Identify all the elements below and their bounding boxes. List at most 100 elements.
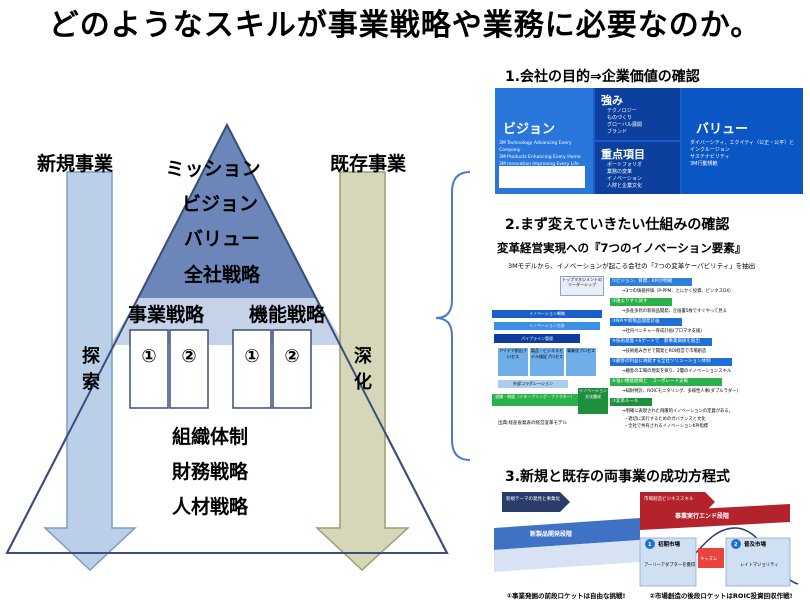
element-6-detail: ⇒知財特許、ROICモニタリング、多様性人事(ダブルラダー) xyxy=(622,389,739,394)
priority-panel: 重点項目 ポートフォリオ 業務の変革 イノベーション 人財と企業文化 xyxy=(595,142,680,194)
mission-apex xyxy=(138,125,316,298)
existing-business-label: 既存事業 xyxy=(330,152,407,175)
new-business-label: 新規事業 xyxy=(37,152,114,175)
functional-strategy-label: 機能戦略 xyxy=(249,303,326,326)
vision-label: ビジョン xyxy=(182,193,258,215)
value-label: バリュー xyxy=(184,228,260,250)
theme-arrow xyxy=(502,492,570,512)
page-title: どのようなスキルが事業戦略や業務に必要なのか。 xyxy=(48,8,762,43)
element-4-title: ④技術基盤＋6ゲートで 新事業価値を創出 xyxy=(610,338,712,346)
stage-1-marker xyxy=(645,539,655,549)
deepen-label-1: 深 xyxy=(354,345,372,367)
stage-2-marker xyxy=(731,539,741,549)
element-4-detail: ⇒技術組み合せで開発とROI経営で市場創造 xyxy=(622,349,707,354)
commercial-process-box: 事業化プロセス xyxy=(566,348,596,376)
enabling-factor-bar: 組織・制度（イネーブリング・ファクター） xyxy=(492,394,578,406)
section1-heading: 1.会社の目的⇒企業価値の確認 xyxy=(505,69,700,85)
culture-box: イノベーション文化醸成 xyxy=(578,388,608,414)
box-label-3: ① xyxy=(244,346,259,367)
left-rocket-caption: ①事業発掘の前段ロケットは自由な挑戦! xyxy=(506,592,626,600)
vision-note-box xyxy=(499,166,585,188)
mission-label: ミッション xyxy=(165,158,260,180)
execution-label: 事業実行エンド段階 xyxy=(675,512,729,520)
element-6-title: ⑥強い機能組織と コーポレート支援 xyxy=(610,378,722,386)
element-5-detail: ⇒顧客の工場の現実を探り、2層のイノベーションスキル xyxy=(622,369,732,374)
mature-market-label: 普及市場 xyxy=(744,540,767,548)
success-equation-diagram: 新規テーマの発見と事業化 市場創造ビジネススキル 新製品開発段階 事業実行エンド… xyxy=(490,488,802,610)
innovation-model: トップマネジメントのリーダーシップ イノベーション戦略 イノベーション方針 パイ… xyxy=(490,272,800,442)
grouping-brace xyxy=(435,171,471,461)
priority-title: 重点項目 xyxy=(601,148,645,161)
element-7-detail: ⇒明確に表現された飛躍的イノベーションの定義がある。 xyxy=(622,409,733,414)
vision-panel: ビジョン 3M Technology Advancing Every Compa… xyxy=(495,88,593,194)
execution-band xyxy=(640,504,790,530)
strategy-box-1 xyxy=(129,329,169,409)
source-note: 出典:経産省発表の経営変革モデル xyxy=(498,421,568,426)
organization-label: 組織体制 xyxy=(172,425,248,448)
element-1-title: ①ビジョン、目標、KPIが明確 xyxy=(610,278,692,286)
stage-2-number: 2 xyxy=(734,542,738,548)
triangle-outline xyxy=(6,122,449,554)
vision-title: ビジョン xyxy=(503,122,556,137)
value-title: バリュー xyxy=(696,122,749,137)
box-label-1: ① xyxy=(141,346,156,367)
strategy-box-4 xyxy=(272,329,312,409)
late-majority-label: レイトマジョリティ xyxy=(740,562,778,568)
box-label-2: ② xyxy=(181,346,196,367)
element-3-title: ③NPIや新製品開発計画 xyxy=(610,318,682,326)
strength-items: テクノロジー ものづくり グローバル展開 ブランド xyxy=(607,108,642,135)
explore-label-1: 探 xyxy=(82,345,101,367)
success-equation-graphic: 新規テーマの発見と事業化 市場創造ビジネススキル 新製品開発段階 事業実行エンド… xyxy=(490,488,802,610)
section2-heading: 2.まず変えていきたい仕組みの確認 xyxy=(505,217,730,233)
early-adopter-label: アーリーアダプターを獲得 xyxy=(644,561,696,568)
pipeline-bar: パイプライン管理 xyxy=(494,334,580,343)
hr-label: 人材戦略 xyxy=(172,495,249,518)
idea-process-box: アイデア創出プロセス xyxy=(498,348,528,376)
npd-process-band xyxy=(494,540,640,572)
business-strategy-label: 事業戦略 xyxy=(128,303,205,326)
corporate-strategy-label: 全社戦略 xyxy=(183,263,261,286)
priority-items: ポートフォリオ 業務の変革 イノベーション 人財と企業文化 xyxy=(607,162,643,189)
chasm-box xyxy=(698,548,724,568)
deepen-arrow xyxy=(315,171,410,572)
element-2-title: ②誰よりすぐ試す xyxy=(610,298,672,306)
npd-label: 新製品開発段階 xyxy=(530,530,572,538)
top-management-box: トップマネジメントのリーダーシップ xyxy=(560,276,604,296)
theme-label: 新規テーマの発見と事業化 xyxy=(506,495,560,502)
strength-title: 強み xyxy=(601,94,623,107)
section3-heading: 3.新規と既存の両事業の成功方程式 xyxy=(505,469,731,485)
corporate-values-panel: ビジョン 3M Technology Advancing Every Compa… xyxy=(495,88,803,194)
element-1-detail: ⇒3つの価値評価（P-PPM、とにかく投資、ビジネスDX） xyxy=(622,289,734,294)
element-2-detail: ⇒多産多死の新商品開発、企画書5枚ですぐやって見る xyxy=(622,309,727,314)
right-rocket-caption: ②市場創造の後段ロケットはROIC投資回収作戦! xyxy=(649,592,793,600)
stage-1-number: 1 xyxy=(648,542,652,548)
section2-caption: 3Mモデルから、イノベーションが起こる会社の「7つの変革ケーパビリティ」を抽出 xyxy=(508,262,756,270)
strategy-box-3 xyxy=(232,329,272,409)
chasm-label: キャズム xyxy=(700,555,718,562)
innovation-strategy-bar: イノベーション戦略 xyxy=(492,310,602,318)
innovation-policy-bar: イノベーション方針 xyxy=(494,322,600,330)
market-skill-label: 市場創造ビジネススキル xyxy=(644,495,694,502)
element-5-title: ⑤顧客の利益に貢献する全社ソリューション体制 xyxy=(610,358,732,366)
value-panel: バリュー ダイバーシティ、エクイティ（公正・公平）と インクルージョン サステナ… xyxy=(682,88,803,194)
box-label-4: ② xyxy=(284,346,299,367)
explore-label-2: 索 xyxy=(82,371,100,393)
element-3-detail: ⇒社内ベンチャー育成計画(プロマネ支援) xyxy=(622,329,702,334)
element-7-title: ⑦変革ルール xyxy=(610,398,652,406)
market-skill-arrow xyxy=(640,492,715,512)
value-lines: ダイバーシティ、エクイティ（公正・公平）と インクルージョン サステナビリティ … xyxy=(690,140,795,167)
deepen-label-2: 化 xyxy=(354,371,372,393)
npd-band xyxy=(494,518,640,550)
element-7-extra-1: ・適切に実行するためのガバナンスと文化 xyxy=(624,417,706,422)
strength-panel: 強み テクノロジー ものづくり グローバル展開 ブランド xyxy=(595,88,680,140)
vision-lines: 3M Technology Advancing Every Company 3M… xyxy=(499,141,581,167)
explore-arrow xyxy=(43,171,137,572)
early-market-label: 初期市場 xyxy=(658,540,681,548)
section2-subheading: 変革経営実現への『7つのイノベーション要素』 xyxy=(497,241,747,255)
external-collab-bar: 外部コラボレーション xyxy=(498,380,568,388)
element-7-extra-2: ・全社で共有されるイノベーションKPI指標 xyxy=(624,424,708,429)
strategy-box-2 xyxy=(169,329,209,409)
validation-process-box: 製品・ビジネスモデル検証プロセス xyxy=(530,348,564,376)
finance-label: 財務戦略 xyxy=(172,460,249,483)
